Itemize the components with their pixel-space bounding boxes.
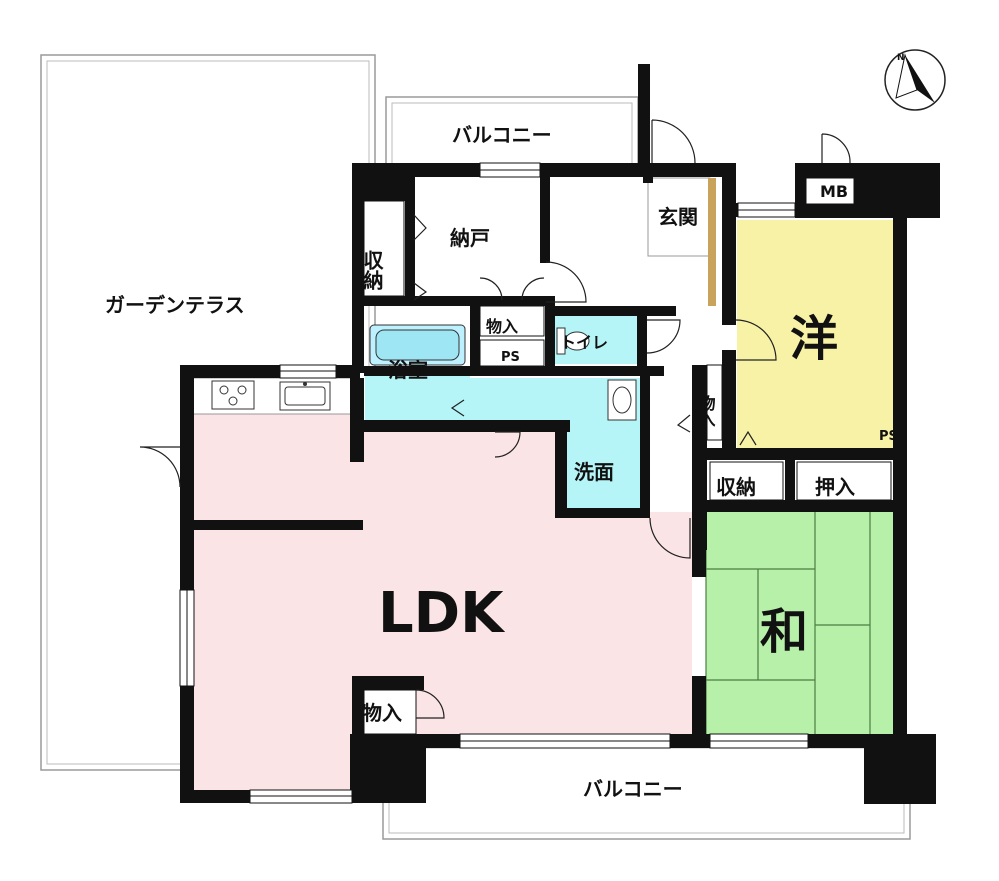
windows xyxy=(179,162,809,804)
closet-store-right-label: 物入 xyxy=(697,394,716,427)
fixtures xyxy=(211,324,637,421)
ps-right-label: PS xyxy=(879,429,898,444)
toilet-label: トイレ xyxy=(560,333,608,352)
compass-icon: N xyxy=(884,49,946,111)
wet-area-floor xyxy=(365,375,640,508)
door-swing xyxy=(739,430,757,446)
washroom-label: 洗面 xyxy=(574,460,614,484)
door-swing xyxy=(676,414,691,433)
japanese-room-floor xyxy=(706,512,894,736)
stove-icon xyxy=(211,380,255,410)
balcony-top-label: バルコニー xyxy=(452,123,552,147)
room-floors xyxy=(192,177,894,793)
door-swing xyxy=(413,282,428,301)
western-room-floor xyxy=(737,220,894,448)
door-swing xyxy=(139,446,181,488)
closet-store-ldk-label: 物入 xyxy=(362,701,402,725)
door-swing xyxy=(413,214,427,241)
ps-top-label: PS xyxy=(501,350,520,365)
bathtub-icon xyxy=(369,324,466,366)
entrance-step xyxy=(708,178,716,306)
toilet-icon xyxy=(556,327,590,355)
door-swing xyxy=(735,319,777,361)
door-swing xyxy=(545,261,587,303)
japanese-room-label: 和 xyxy=(760,604,808,660)
door-swing xyxy=(450,399,465,417)
entrance-label: 玄関 xyxy=(658,205,698,229)
door-swing xyxy=(494,431,521,458)
door-swing xyxy=(521,277,545,301)
entrance-floor xyxy=(647,177,711,257)
closet-right-label: 収納 xyxy=(716,475,756,499)
sink-icon xyxy=(279,381,331,411)
garden-terrace-label: ガーデンテラス xyxy=(105,293,245,317)
walls xyxy=(180,64,940,804)
wash-basin-icon xyxy=(607,379,637,421)
door-swing xyxy=(479,277,503,301)
door-swing xyxy=(651,119,696,164)
closet-store-top-label: 物入 xyxy=(486,317,518,336)
balcony-bottom-label: バルコニー xyxy=(583,777,683,801)
bathroom-label: 浴室 xyxy=(388,358,428,382)
mb-label: MB xyxy=(820,182,848,201)
doors xyxy=(139,119,851,719)
door-swing xyxy=(649,517,691,559)
ldk-floor xyxy=(193,414,692,793)
svg-text:N: N xyxy=(897,53,905,63)
storage-room-label: 納戸 xyxy=(450,226,490,250)
oshiire-label: 押入 xyxy=(815,475,855,499)
door-swing xyxy=(646,319,681,354)
door-swing xyxy=(821,133,851,164)
ldk-label: LDK xyxy=(378,581,506,646)
closet-boxes xyxy=(363,177,892,735)
door-swing xyxy=(415,689,445,719)
closet-left-label: 収納 xyxy=(360,250,384,290)
storage-room-floor xyxy=(406,178,539,280)
western-room-label: 洋 xyxy=(790,311,838,367)
